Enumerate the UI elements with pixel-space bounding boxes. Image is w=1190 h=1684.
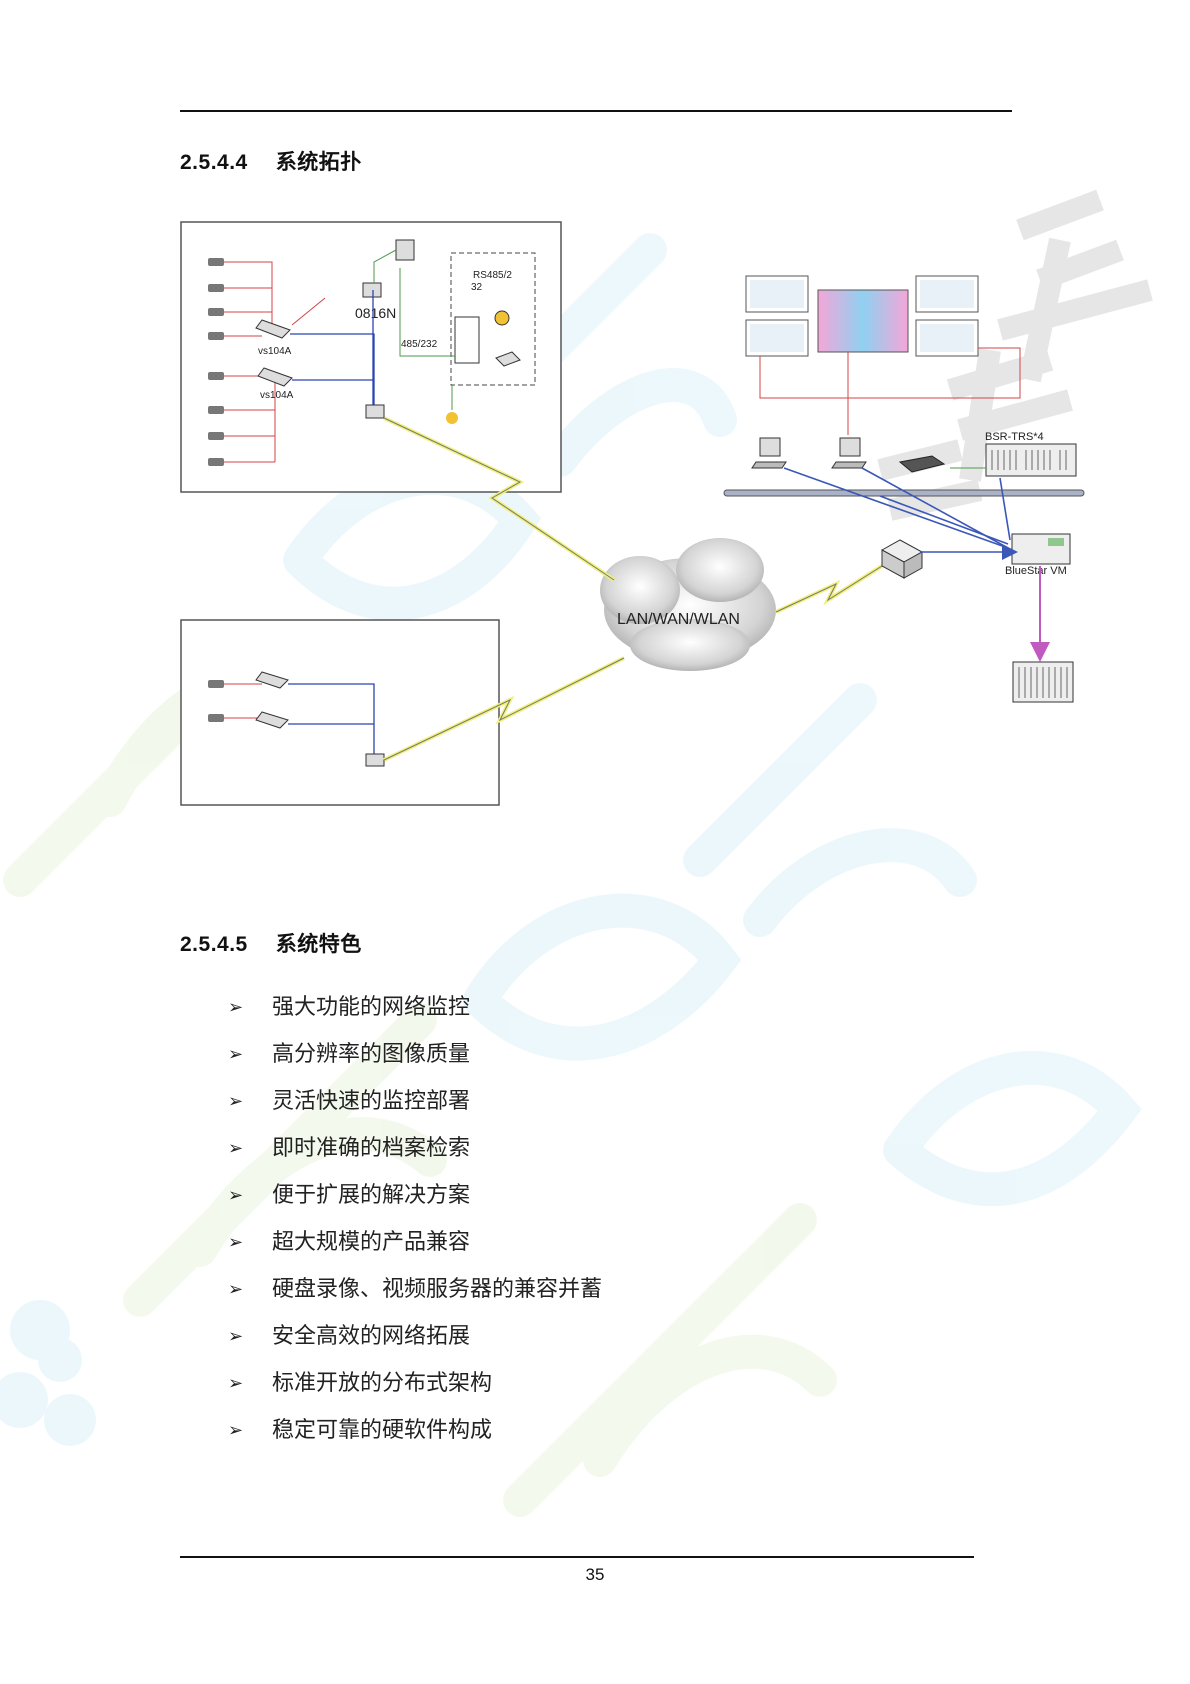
topology-diagram: vs104A vs104A 0816N RS485/2 32 485/232 L… [180, 221, 1085, 806]
cloud-label: LAN/WAN/WLAN [617, 611, 740, 628]
camera-cables-b [224, 683, 262, 719]
wan-link-site1 [383, 416, 616, 582]
bullet-arrow-icon: ➢ [228, 1043, 244, 1065]
bullet-arrow-icon: ➢ [228, 1184, 244, 1206]
nvr-model-label: 0816N [355, 305, 396, 321]
list-item: ➢安全高效的网络拓展 [228, 1313, 602, 1360]
workstation-1-icon [751, 437, 787, 469]
section-title: 系统拓扑 [275, 150, 362, 174]
section-heading-features: 2.5.4.5 系统特色 [180, 928, 362, 958]
list-item: ➢高分辨率的图像质量 [228, 1031, 602, 1078]
camera-cables-a [224, 261, 326, 463]
camera-group-a [208, 258, 224, 466]
wan-link-site2 [383, 656, 625, 762]
section-number: 2.5.4.5 [180, 933, 248, 956]
list-item: ➢超大规模的产品兼容 [228, 1219, 602, 1266]
encoder-links [290, 333, 375, 405]
workstation-2-icon [831, 437, 867, 469]
footer-rule [180, 1556, 974, 1558]
sensor-icon [495, 351, 521, 367]
wan-link-center [775, 564, 884, 614]
serial-label-1: RS485/2 [473, 270, 512, 281]
bullet-arrow-icon: ➢ [228, 1231, 244, 1253]
keyboard-controller-icon [898, 455, 946, 473]
section-heading-topology: 2.5.4.4 系统拓扑 [180, 146, 362, 176]
list-item: ➢稳定可靠的硬软件构成 [228, 1407, 602, 1454]
list-item: ➢硬盘录像、视频服务器的兼容并蓄 [228, 1266, 602, 1313]
bullet-arrow-icon: ➢ [228, 1325, 244, 1347]
encoder-b-icon [257, 367, 293, 387]
encoder-a-label: vs104A [258, 346, 292, 357]
bullet-arrow-icon: ➢ [228, 1090, 244, 1112]
bullet-arrow-icon: ➢ [228, 1137, 244, 1159]
switch-site2-icon [365, 753, 385, 767]
list-item: ➢即时准确的档案检索 [228, 1125, 602, 1172]
list-item: ➢标准开放的分布式架构 [228, 1360, 602, 1407]
list-item: ➢灵活快速的监控部署 [228, 1078, 602, 1125]
alarm-bell-icon [446, 412, 458, 424]
nvr-icon [362, 282, 382, 298]
bullet-arrow-icon: ➢ [228, 1419, 244, 1441]
serial-label-2: 32 [471, 282, 483, 293]
site-box-branch [180, 619, 500, 806]
bullet-arrow-icon: ➢ [228, 996, 244, 1018]
alarm-host-icon [454, 316, 480, 364]
server-icon-small [395, 239, 415, 261]
wall-cables [759, 347, 1021, 435]
bsr-server-label: BSR-TRS*4 [985, 431, 1044, 443]
lan-bus [723, 489, 1085, 497]
vm-server-icon [1011, 533, 1071, 565]
section-number: 2.5.4.4 [180, 151, 248, 174]
serial-cable-label: 485/232 [401, 339, 438, 350]
list-item: ➢便于扩展的解决方案 [228, 1172, 602, 1219]
camera-group-b [208, 680, 224, 722]
header-rule [180, 110, 1012, 112]
network-cloud [600, 538, 776, 671]
core-links [783, 467, 1018, 560]
section-title: 系统特色 [275, 932, 362, 956]
storage-array-icon [1012, 661, 1074, 703]
encoder-c-icon [255, 671, 289, 689]
encoder-links-b [288, 683, 375, 758]
encoder-d-icon [255, 711, 289, 729]
bullet-arrow-icon: ➢ [228, 1372, 244, 1394]
core-switch-icon [880, 539, 924, 579]
list-item: ➢强大功能的网络监控 [228, 984, 602, 1031]
vm-server-label: BlueStar VM [1005, 565, 1067, 577]
page-number: 35 [585, 1565, 605, 1584]
bsr-server-icon [985, 443, 1077, 477]
feature-list: ➢强大功能的网络监控 ➢高分辨率的图像质量 ➢灵活快速的监控部署 ➢即时准确的档… [228, 984, 602, 1454]
detector-icon [494, 310, 510, 326]
bullet-arrow-icon: ➢ [228, 1278, 244, 1300]
encoder-b-label: vs104A [260, 390, 294, 401]
alarm-panel-box [450, 252, 536, 386]
switch-site1-icon [365, 404, 385, 419]
encoder-a-icon [255, 319, 291, 339]
video-wall [745, 275, 979, 357]
